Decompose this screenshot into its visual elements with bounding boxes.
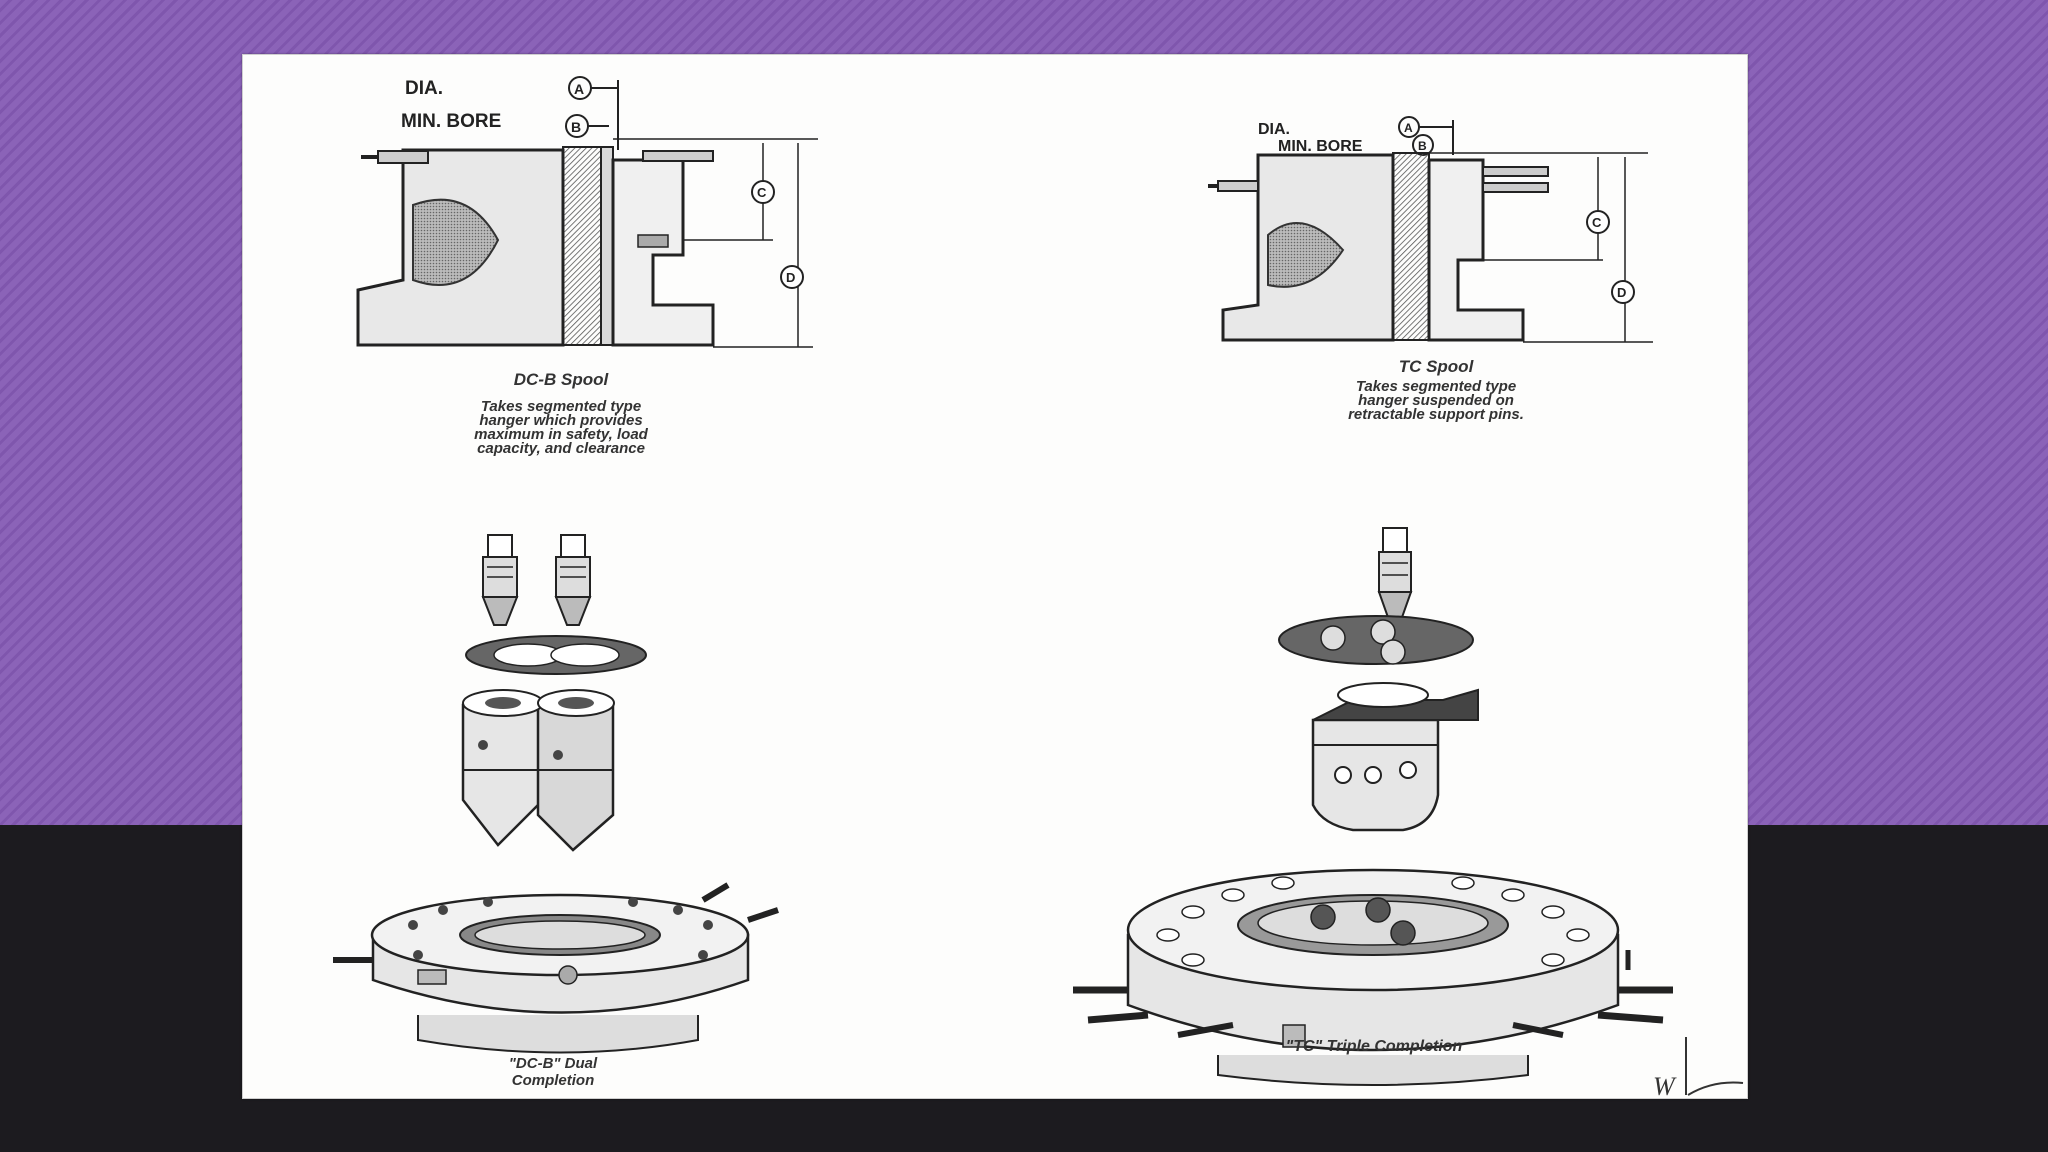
document-drawing: DIA. A MIN. BORE B C D DC-B Spool Takes … [333, 76, 1744, 1098]
signature-text: W [1653, 1072, 1677, 1098]
triple-completion-assembly: "TC" Triple Completion [1073, 527, 1673, 1086]
tc-bore-label: MIN. BORE [1278, 138, 1363, 155]
dual-hanger [461, 689, 615, 852]
scanned-document: DIA. A MIN. BORE B C D DC-B Spool Takes … [242, 54, 1748, 1099]
triple-flange-spool [1073, 868, 1673, 1086]
tc-title: TC Spool [1399, 357, 1475, 376]
dual-caption-line-1: "DC-B" Dual [509, 1055, 598, 1072]
dcb-title: DC-B Spool [514, 370, 610, 389]
dcb-spool-drawing: DIA. A MIN. BORE B C D DC-B Spool Takes … [356, 76, 818, 457]
dcb-desc-line-3: maximum in safety, load [474, 426, 649, 443]
signature-mark: W [1653, 1037, 1744, 1098]
tc-desc-line-2: hanger suspended on [1358, 392, 1514, 409]
triple-caption: "TC" Triple Completion [1286, 1038, 1463, 1055]
dcb-dia-label: DIA. [405, 78, 443, 99]
dcb-callout-d-circle [780, 265, 804, 289]
dcb-desc-line-1: Takes segmented type [481, 398, 641, 415]
dual-plug-right [554, 534, 592, 626]
dcb-callout-c: C [757, 185, 767, 200]
dcb-callout-c-circle [751, 180, 775, 204]
dcb-callout-d: D [786, 270, 795, 285]
tc-callout-a: A [1404, 121, 1413, 135]
tc-callout-d: D [1617, 285, 1626, 300]
tc-desc-line-3: retractable support pins. [1348, 406, 1524, 423]
dual-caption-line-2: Completion [512, 1072, 595, 1089]
dcb-callout-a: A [574, 81, 584, 97]
tc-spool-drawing: DIA. A MIN. BORE B C D TC Spool Takes se… [1208, 116, 1653, 423]
dual-flange-spool [333, 882, 779, 1054]
dcb-desc-line-2: hanger which provides [479, 412, 642, 429]
triple-hanger [1311, 682, 1479, 832]
tc-callout-b: B [1418, 139, 1427, 153]
dcb-bore-label: MIN. BORE [401, 111, 501, 132]
tc-desc-line-1: Takes segmented type [1356, 378, 1516, 395]
triple-plug [1377, 527, 1413, 624]
dual-plug-left [481, 534, 519, 626]
tc-dia-label: DIA. [1258, 121, 1290, 138]
dcb-callout-b: B [571, 119, 581, 135]
dcb-desc-line-4: capacity, and clearance [477, 440, 645, 457]
dual-completion-assembly: "DC-B" Dual Completion [333, 534, 779, 1089]
tc-callout-c: C [1592, 215, 1602, 230]
